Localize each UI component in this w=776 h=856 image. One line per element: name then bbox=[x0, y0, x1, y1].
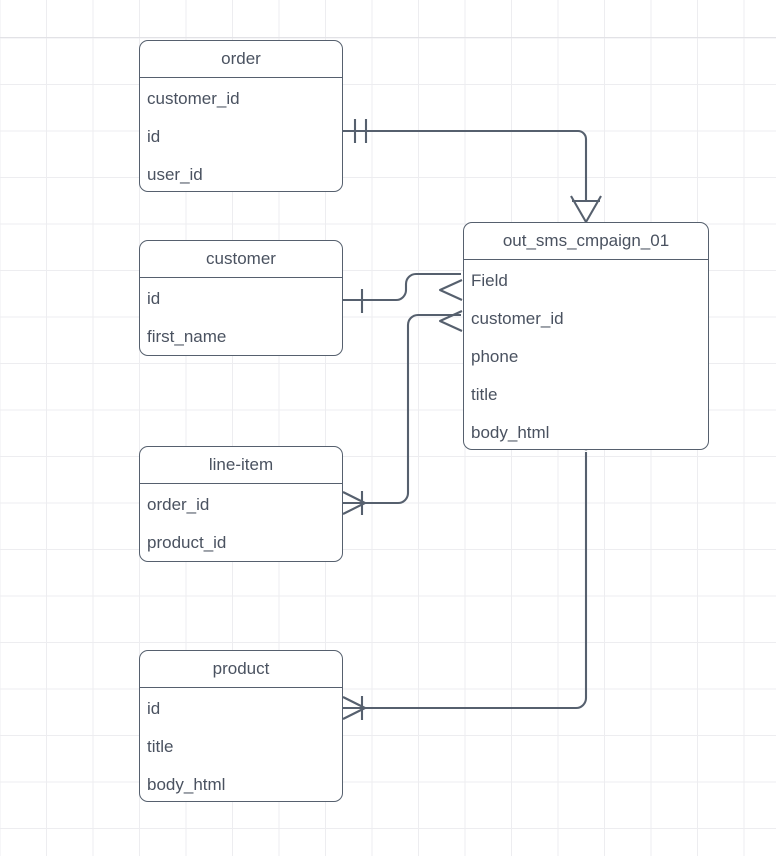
marker-lineitem-crowsfoot bbox=[342, 491, 367, 515]
entity-customer[interactable]: customer id first_name bbox=[139, 240, 343, 356]
marker-product-crowsfoot bbox=[342, 696, 367, 720]
entity-line-item[interactable]: line-item order_id product_id bbox=[139, 446, 343, 562]
entity-field: id bbox=[147, 127, 161, 146]
marker-campaign-top-crowsfoot bbox=[570, 195, 602, 223]
connector-product-campaign bbox=[343, 452, 588, 710]
entity-title: product bbox=[140, 651, 342, 688]
marker-campaign-customerid-crowsfoot bbox=[438, 310, 463, 332]
entity-field-list: Field customer_id phone title body_html bbox=[464, 260, 708, 452]
connector-order-campaign bbox=[343, 129, 588, 200]
entity-field: Field bbox=[471, 271, 508, 290]
entity-field: id bbox=[147, 699, 161, 718]
entity-field: title bbox=[471, 385, 498, 404]
connector-lineitem-campaign bbox=[343, 313, 461, 505]
entity-title: line-item bbox=[140, 447, 342, 484]
entity-field: first_name bbox=[147, 327, 227, 346]
entity-field: customer_id bbox=[147, 89, 240, 108]
entity-field: phone bbox=[471, 347, 519, 366]
entity-field: title bbox=[147, 737, 174, 756]
entity-title: customer bbox=[140, 241, 342, 278]
entity-field: id bbox=[147, 289, 161, 308]
marker-campaign-field-crowsfoot bbox=[438, 279, 463, 301]
entity-field: customer_id bbox=[471, 309, 564, 328]
entity-order[interactable]: order customer_id id user_id bbox=[139, 40, 343, 192]
entity-field: order_id bbox=[147, 495, 210, 514]
entity-out-sms-cmpaign-01[interactable]: out_sms_cmpaign_01 Field customer_id pho… bbox=[463, 222, 709, 450]
entity-field-list: id title body_html bbox=[140, 688, 342, 804]
connector-customer-campaign bbox=[343, 272, 461, 302]
entity-title: out_sms_cmpaign_01 bbox=[464, 223, 708, 260]
entity-field-list: order_id product_id bbox=[140, 484, 342, 562]
entity-field: body_html bbox=[147, 775, 226, 794]
entity-field: body_html bbox=[471, 423, 550, 442]
grid-line bbox=[0, 37, 776, 38]
entity-field-list: id first_name bbox=[140, 278, 342, 356]
entity-field: product_id bbox=[147, 533, 227, 552]
entity-product[interactable]: product id title body_html bbox=[139, 650, 343, 802]
entity-title: order bbox=[140, 41, 342, 78]
entity-field: user_id bbox=[147, 165, 203, 184]
entity-field-list: customer_id id user_id bbox=[140, 78, 342, 194]
